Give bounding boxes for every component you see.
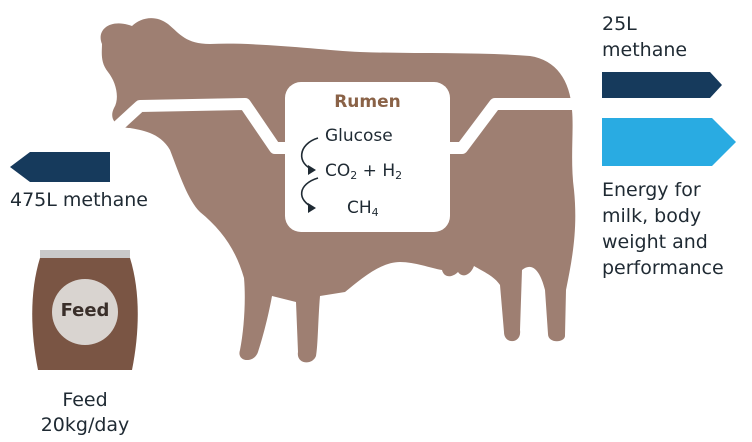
feed-caption-line2: 20kg/day: [25, 413, 145, 437]
rumen-content: Rumen Glucose CO2 + H2 CH4: [285, 82, 450, 232]
plus-sign: +: [357, 161, 382, 181]
rumen-title: Rumen: [285, 92, 450, 112]
energy-line-3: weight and: [602, 230, 708, 254]
h2-sub: 2: [395, 169, 402, 182]
feed-caption-line1: Feed: [25, 388, 145, 412]
methane-right-arrow: [602, 72, 722, 98]
feed-bag-top: [40, 250, 130, 258]
energy-line-1: Energy for: [602, 178, 701, 202]
h2-base: H: [382, 161, 395, 181]
energy-line-4: performance: [602, 256, 724, 280]
co2-h2-label: CO2 + H2: [325, 161, 402, 182]
ch4-base: CH: [347, 198, 372, 218]
glucose-label: Glucose: [325, 126, 393, 146]
co2-base: CO: [325, 161, 350, 181]
methane-left-label: 475L methane: [10, 188, 148, 212]
methane-right-label: methane: [602, 38, 687, 62]
ch4-label: CH4: [347, 198, 379, 219]
energy-line-2: milk, body: [602, 204, 701, 228]
ch4-sub: 4: [372, 206, 379, 219]
feed-bag-label: Feed: [52, 299, 118, 323]
methane-right-amount: 25L: [602, 12, 637, 36]
methane-left-arrow: [10, 152, 110, 182]
energy-right-arrow: [602, 118, 736, 166]
